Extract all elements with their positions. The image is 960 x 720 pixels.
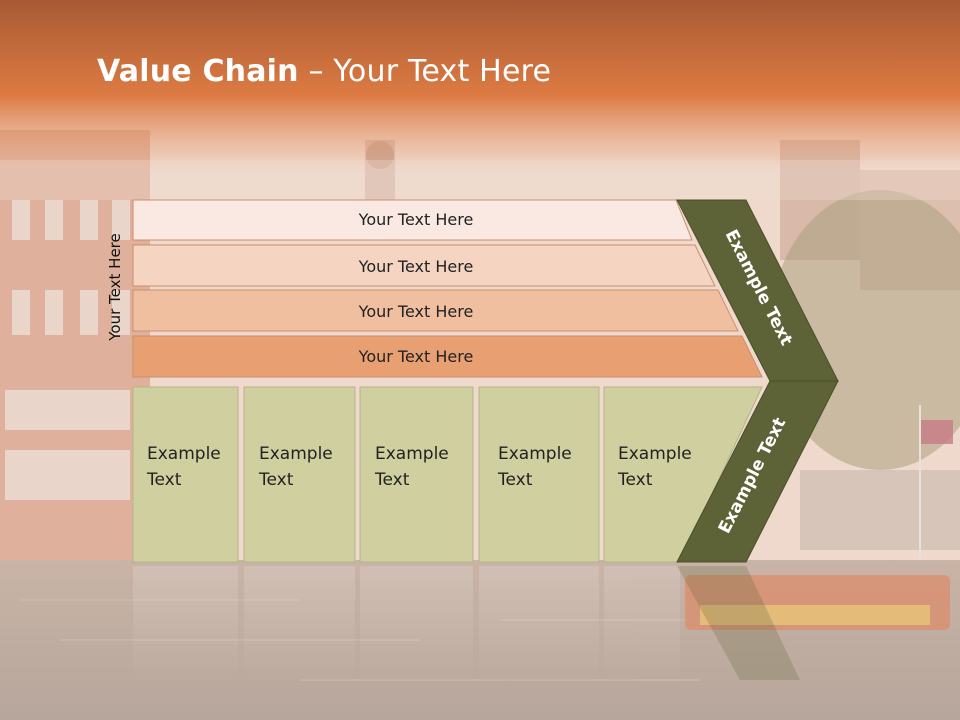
slide-title: Value Chain – Your Text Here bbox=[97, 54, 552, 89]
support-row-2[interactable] bbox=[132, 244, 716, 287]
side-label: Your Text Here bbox=[106, 233, 124, 341]
primary-box-3[interactable] bbox=[359, 386, 474, 563]
support-row-4[interactable] bbox=[132, 335, 763, 378]
primary-box-1-line2: Text bbox=[146, 470, 182, 490]
primary-box-4-line2: Text bbox=[497, 470, 533, 490]
support-row-3[interactable] bbox=[132, 289, 739, 332]
header-band bbox=[0, 0, 960, 175]
primary-box-2-line2: Text bbox=[258, 470, 294, 490]
primary-box-1-line1: Example bbox=[147, 444, 221, 464]
margin-arrow-lower[interactable] bbox=[676, 380, 839, 563]
primary-activities: Example Text Example Text Example Text E… bbox=[132, 386, 763, 563]
support-row-3-label: Your Text Here bbox=[358, 302, 474, 321]
support-row-2-label: Your Text Here bbox=[358, 257, 474, 276]
support-row-4-label: Your Text Here bbox=[358, 347, 474, 366]
primary-box-4[interactable] bbox=[478, 386, 600, 563]
support-activities: Your Text Here Your Text Here Your Text … bbox=[132, 199, 763, 378]
boxes-reflection bbox=[133, 566, 680, 686]
primary-box-3-line1: Example bbox=[375, 444, 449, 464]
primary-box-1[interactable] bbox=[132, 386, 239, 563]
primary-box-2-line1: Example bbox=[259, 444, 333, 464]
support-row-1[interactable] bbox=[132, 199, 693, 241]
primary-box-2[interactable] bbox=[243, 386, 356, 563]
primary-box-4-line1: Example bbox=[498, 444, 572, 464]
margin-arrow-reflection bbox=[677, 566, 800, 680]
support-row-1-label: Your Text Here bbox=[358, 210, 474, 229]
primary-box-5-line1: Example bbox=[618, 444, 692, 464]
primary-box-3-line2: Text bbox=[374, 470, 410, 490]
primary-box-5-line2: Text bbox=[617, 470, 653, 490]
